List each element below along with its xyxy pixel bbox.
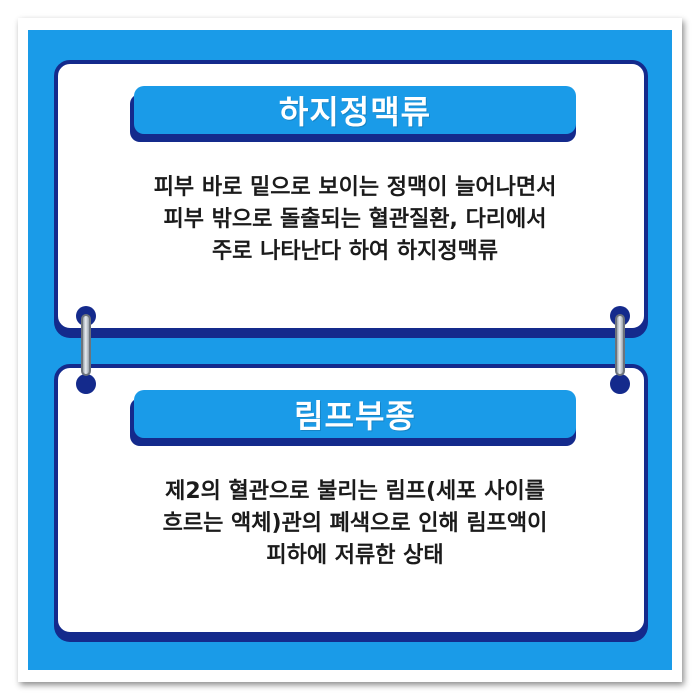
card-title-banner: 림프부종 <box>130 390 576 446</box>
description-line: 피부 밖으로 돌출되는 혈관질환, 다리에서 <box>163 207 547 232</box>
description-line: 제2의 혈관으로 불리는 림프(세포 사이를 <box>165 479 545 504</box>
card-title-banner: 하지정맥류 <box>130 86 576 142</box>
binder-hole-icon <box>610 374 630 394</box>
card-description: 제2의 혈관으로 불리는 림프(세포 사이를 흐르는 액체)관의 폐색으로 인해… <box>78 476 632 572</box>
description-line: 피하에 저류한 상태 <box>266 543 444 568</box>
card-description: 피부 바로 밑으로 보이는 정맥이 늘어나면서 피부 밖으로 돌출되는 혈관질환… <box>78 172 632 268</box>
card-lymphedema: 림프부종 제2의 혈관으로 불리는 림프(세포 사이를 흐르는 액체)관의 폐색… <box>54 364 648 636</box>
description-line: 흐르는 액체)관의 폐색으로 인해 림프액이 <box>162 511 548 536</box>
description-line: 주로 나타난다 하여 하지정맥류 <box>211 239 499 264</box>
card-varicose-veins: 하지정맥류 피부 바로 밑으로 보이는 정맥이 늘어나면서 피부 밖으로 돌출되… <box>54 60 648 332</box>
card-title: 림프부종 <box>134 390 576 438</box>
infographic-canvas: 하지정맥류 피부 바로 밑으로 보이는 정맥이 늘어나면서 피부 밖으로 돌출되… <box>28 30 672 670</box>
description-line: 피부 바로 밑으로 보이는 정맥이 늘어나면서 <box>153 175 557 200</box>
card-title: 하지정맥류 <box>134 86 576 134</box>
binder-ring-icon <box>81 314 91 376</box>
binder-hole-icon <box>76 374 96 394</box>
binder-ring-icon <box>615 314 625 376</box>
